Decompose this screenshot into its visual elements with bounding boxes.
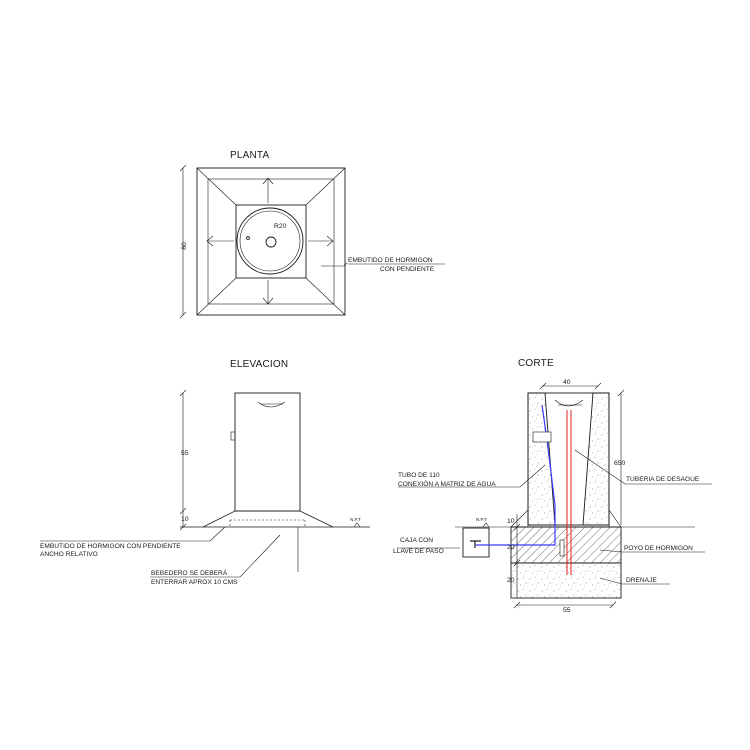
elevacion-note2-line2: ENTERRAR APROX 10 CMS — [151, 579, 238, 586]
planta-second-square — [207, 178, 335, 305]
corte-label-tuberia: TUBERIA DE DESAGUE — [626, 476, 700, 483]
corte-label-caja-2: LLAVE DE PASO — [393, 548, 444, 555]
corte-drenaje — [510, 562, 622, 599]
corte-dim-10: 10 — [507, 518, 515, 525]
planta-leader — [321, 262, 348, 267]
planta-radius-label: R20 — [274, 223, 287, 230]
elevacion-embed — [202, 510, 334, 528]
corte-npt: N.P.T — [476, 517, 487, 522]
elevacion-basin-arc — [257, 401, 286, 408]
corte-label-tubo-1: TUBO DE 110 — [398, 472, 440, 479]
elevacion-note1-line2: ANCHO RELATIVO — [40, 551, 98, 558]
corte-dim-height-label: 650 — [614, 460, 626, 467]
corte-label-caja-1: CAJA CON — [400, 537, 433, 544]
corte-dim-bottom-label: 55 — [563, 607, 571, 614]
planta-view: PLANTA R20 80 EMBUTIDO DE HORMIGON CON P… — [179, 150, 445, 319]
corte-leader-drenaje — [599, 577, 670, 585]
elevacion-npt: N.P.T — [350, 517, 361, 522]
corte-view: CORTE N.P.T 40 6 — [393, 358, 712, 614]
planta-basin-outer-circle — [236, 207, 304, 275]
planta-note-line2: CON PENDIENTE — [380, 266, 435, 273]
planta-dim-label: 80 — [181, 242, 188, 250]
corte-basin — [554, 399, 584, 407]
elevacion-leader-2 — [150, 534, 281, 578]
corte-label-drenaje: DRENAJE — [626, 577, 657, 584]
corte-caja-llave — [462, 527, 490, 558]
corte-right-wall — [582, 392, 610, 526]
corte-label-poyo: POYO DE HORMIGON — [624, 545, 693, 552]
elevacion-dim-base: 10 — [181, 516, 189, 523]
corte-leader-tuberia — [574, 449, 712, 485]
corte-title: CORTE — [518, 358, 554, 369]
planta-slope-arrows — [206, 177, 334, 305]
elevacion-view: ELEVACION 55 10 N.P.T EMBUTIDO DE HORMIG… — [40, 359, 370, 586]
corte-water-pipe — [476, 404, 556, 546]
planta-drain-circle — [265, 236, 277, 248]
corte-left-wall — [527, 392, 556, 526]
corte-leader-poyo — [599, 549, 705, 553]
corte-pedestal-outline — [527, 392, 610, 526]
corte-dim-20b: 20 — [507, 577, 515, 584]
elevacion-note1-line1: EMBUTIDO DE HORMIGON CON PENDIENTE — [40, 543, 181, 550]
planta-outer-square — [196, 167, 346, 316]
elevacion-tap — [230, 431, 236, 441]
elevacion-leader-1 — [40, 526, 226, 542]
planta-inner-square — [235, 204, 307, 279]
corte-label-tubo-2: CONEXIÓN A MATRIZ DE AGUA — [398, 479, 496, 488]
corte-pipe-clamp — [532, 431, 552, 443]
planta-tap-dot — [246, 236, 250, 240]
elevacion-npt-mark — [353, 522, 361, 528]
corte-dim-top-label: 40 — [563, 379, 571, 386]
planta-title: PLANTA — [230, 150, 269, 161]
corte-dim-20a: 20 — [507, 544, 515, 551]
planta-note-line1: EMBUTIDO DE HORMIGON — [348, 257, 433, 264]
elevacion-title: ELEVACION — [230, 359, 288, 370]
elevacion-dim-height: 55 — [181, 450, 189, 457]
planta-basin-inner-circle — [239, 210, 301, 272]
elevacion-note2-line1: BEBEDERO SE DEBERÁ — [151, 568, 228, 577]
corte-leader-tubo — [398, 464, 546, 488]
elevacion-pedestal — [234, 392, 301, 512]
